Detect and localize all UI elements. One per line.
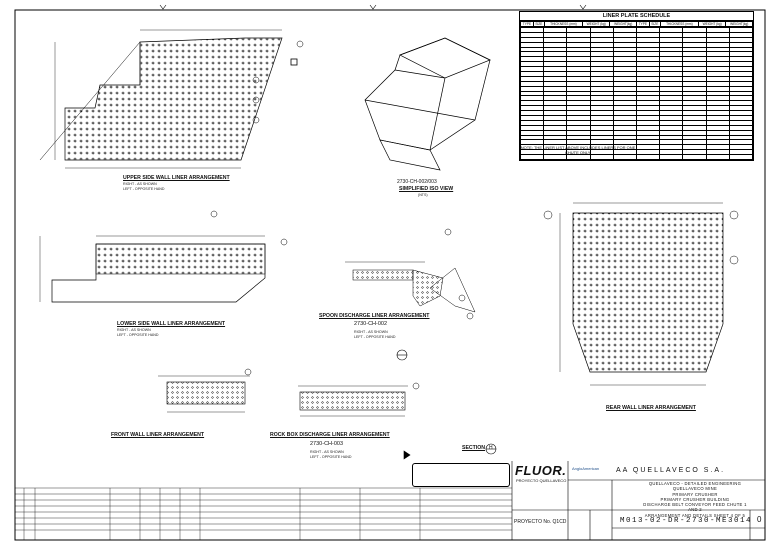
- col-thickness-2: THICKNESS (mm): [659, 21, 699, 27]
- section-mark: H: [489, 445, 493, 451]
- desc-line-1: QUELLAVECO - DETAILED ENGINEERING: [648, 481, 742, 486]
- front-wall-drawing: [158, 368, 252, 413]
- fluor-project: PROYECTO QUELLAVECO: [516, 478, 567, 483]
- col-size: SIZE: [532, 21, 545, 27]
- desc-line-4: PRIMARY CRUSHER BUILDING: [660, 496, 730, 502]
- schedule-cell: [635, 154, 661, 161]
- schedule-row: [519, 36, 754, 43]
- col-weight-total-2: WEIGHT(kg): [725, 21, 753, 27]
- liner-plate-schedule: LINER PLATE SCHEDULE TYPE SIZE THICKNESS…: [519, 11, 754, 162]
- desc-line-5: DISCHARGE BELT CONVEYOR FEED CHUTE 1 AND…: [643, 502, 747, 513]
- desc-line-6: ARRANGEMENT AND DETAILS SHEET 4 OF 5: [644, 512, 746, 518]
- schedule-cell: [682, 154, 707, 161]
- schedule-cell: [659, 154, 684, 161]
- schedule-body: [519, 27, 754, 161]
- client-name: AA QUELLAVECO S.A.: [616, 467, 726, 474]
- schedule-row: [519, 134, 754, 141]
- upper-side-wall-title: UPPER SIDE WALL LINER ARRANGEMENT: [123, 175, 230, 181]
- schedule-header-row: TYPE SIZE THICKNESS (mm) WEIGHT (kg) WEI…: [520, 21, 753, 27]
- isometric-view-drawing: [364, 37, 491, 171]
- iso-view-scale: (NTS): [418, 193, 428, 197]
- rear-wall-drawing: [543, 202, 739, 386]
- col-weight-2: WEIGHT (kg): [697, 21, 727, 27]
- upper-side-wall-drawing: [39, 29, 304, 169]
- spoon-discharge-drawing: [345, 228, 476, 320]
- col-weight: WEIGHT (kg): [581, 21, 611, 27]
- schedule-row: [519, 90, 754, 97]
- rock-box-title: ROCK BOX DISCHARGE LINER ARRANGEMENT: [270, 432, 390, 438]
- drawing-number: M013-02-DR-2730-ME3014: [620, 517, 753, 525]
- desc-line-3: PRIMARY CRUSHER: [672, 491, 718, 497]
- project-number: PROYECTO No. Q1CD: [514, 519, 567, 525]
- revision-block: [15, 487, 512, 540]
- schedule-row: [519, 139, 754, 146]
- notes-box: [412, 463, 510, 487]
- schedule-cell: [728, 154, 754, 161]
- schedule-row: [519, 154, 754, 161]
- spoon-discharge-ref: 2730-CH-002: [354, 321, 388, 327]
- col-type: TYPE: [520, 21, 534, 27]
- schedule-row: [519, 51, 754, 58]
- fluor-logo: FLUOR.: [515, 463, 567, 478]
- schedule-cell: [705, 154, 730, 161]
- schedule-note: NOTE: THE LINER LIST ABOVE INCLUDES LINE…: [520, 145, 636, 155]
- schedule-table: TYPE SIZE THICKNESS (mm) WEIGHT (kg) WEI…: [520, 21, 753, 27]
- front-wall-title: FRONT WALL LINER ARRANGEMENT: [111, 432, 205, 438]
- section-marker: [396, 349, 497, 460]
- rock-box-ref: 2730-CH-003: [310, 441, 344, 447]
- section-title: SECTION: [462, 445, 486, 451]
- desc-line-2: QUELLAVECO MINE: [672, 486, 718, 492]
- iso-view-title: SIMPLIFIED ISO VIEW: [399, 186, 454, 192]
- schedule-title: LINER PLATE SCHEDULE: [520, 12, 753, 21]
- col-size-2: SIZE: [648, 21, 661, 27]
- col-thickness: THICKNESS (mm): [543, 21, 583, 27]
- lower-side-wall-drawing: [39, 210, 288, 303]
- col-type-2: TYPE: [635, 21, 650, 27]
- rear-wall-title: REAR WALL LINER ARRANGEMENT: [606, 405, 696, 411]
- revision: 0: [757, 515, 762, 524]
- spoon-discharge-title: SPOON DISCHARGE LINER ARRANGEMENT: [319, 313, 430, 319]
- anglo-american-logo: AngloAmerican: [572, 466, 600, 471]
- drawing-description: QUELLAVECO - DETAILED ENGINEERING QUELLA…: [640, 481, 750, 518]
- iso-view-ref: 2730-CH-002/003: [397, 179, 437, 185]
- lower-side-wall-title: LOWER SIDE WALL LINER ARRANGEMENT: [117, 321, 226, 327]
- col-weight-total: WEIGHT(kg): [609, 21, 637, 27]
- rock-box-drawing: [298, 382, 420, 417]
- title-block-grid: [511, 461, 765, 540]
